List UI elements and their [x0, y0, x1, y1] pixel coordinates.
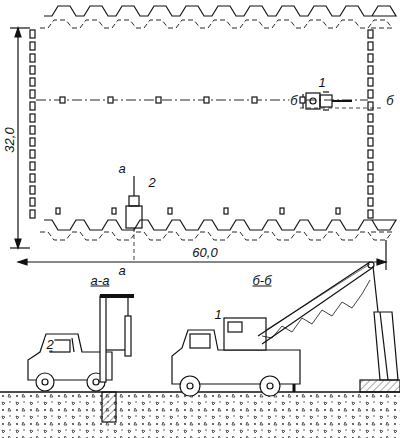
pile-mark — [30, 90, 35, 98]
section-title: б-б — [252, 274, 273, 287]
dimension-text: 32,0 — [3, 126, 16, 153]
pile-mark — [30, 186, 35, 194]
pile-mark — [368, 174, 373, 182]
section-mark: а — [117, 264, 126, 277]
section-title: а-а — [90, 274, 111, 287]
extension-line — [10, 247, 30, 248]
ground-line — [0, 391, 400, 393]
crane-plan — [303, 92, 352, 110]
pile-mark — [224, 208, 228, 214]
pile-mark — [368, 66, 373, 74]
pile-mark — [368, 114, 373, 122]
pile-driver-plan — [126, 176, 142, 262]
column-mark — [156, 97, 161, 103]
pile-mark — [30, 102, 35, 110]
column-mark — [60, 97, 65, 103]
sheet-pile-line — [44, 220, 396, 230]
section-mark: б — [385, 94, 394, 107]
pile-mark — [368, 186, 373, 194]
section-mark: б — [289, 94, 298, 107]
pile-mark — [30, 114, 35, 122]
pile-mark — [30, 42, 35, 50]
pile-mark — [368, 30, 373, 38]
pile-mark — [30, 138, 35, 146]
pile-mark — [30, 198, 35, 206]
callout-number: 1 — [213, 308, 222, 321]
pile-mark — [30, 54, 35, 62]
sheet-pile-line — [44, 6, 396, 16]
column-mark — [252, 97, 257, 103]
dimension-arrow — [15, 28, 21, 248]
driven-pile — [102, 392, 116, 422]
section-mark: а — [117, 162, 126, 175]
pile-mark — [30, 66, 35, 74]
section-line — [300, 108, 384, 109]
pile-mark — [30, 210, 35, 218]
pile-mark — [368, 126, 373, 134]
pile-mark — [368, 162, 373, 170]
pile-mark — [168, 208, 172, 214]
pile-driver — [28, 296, 134, 391]
pile-mark — [368, 138, 373, 146]
column-mark — [108, 97, 113, 103]
concrete-slab — [0, 392, 400, 438]
pile-mark — [30, 162, 35, 170]
sheet-pile-line — [40, 20, 392, 28]
extension-line — [10, 27, 30, 28]
pile-mark — [30, 126, 35, 134]
pile-mark — [368, 78, 373, 86]
dimension-line — [17, 28, 18, 248]
pile-mark — [368, 210, 373, 218]
pile-mark — [368, 102, 373, 110]
pile-mark — [280, 208, 284, 214]
pile-mark — [30, 174, 35, 182]
pile-mark — [368, 42, 373, 50]
pile-mark — [30, 30, 35, 38]
pile-mark — [368, 54, 373, 62]
pile-mark — [56, 208, 60, 214]
pile-mark — [30, 78, 35, 86]
pile-mark — [368, 90, 373, 98]
dimension-arrow — [18, 259, 386, 265]
pile-mark — [336, 208, 340, 214]
pile-mark — [368, 150, 373, 158]
column-mark — [204, 97, 209, 103]
pile-mark — [368, 198, 373, 206]
axis-line — [36, 100, 368, 101]
pile-mark — [30, 150, 35, 158]
column-mark — [300, 97, 305, 103]
truck-crane — [172, 262, 378, 396]
callout-number: 2 — [45, 338, 54, 351]
pile-mark — [112, 208, 116, 214]
sheet-pile-wall — [360, 312, 400, 392]
dimension-line — [18, 261, 386, 262]
callout-number: 2 — [147, 176, 156, 189]
callout-number: 1 — [317, 76, 326, 89]
extension-line — [385, 240, 386, 270]
sheet-pile-line — [40, 232, 392, 240]
dimension-text: 60,0 — [191, 246, 218, 259]
